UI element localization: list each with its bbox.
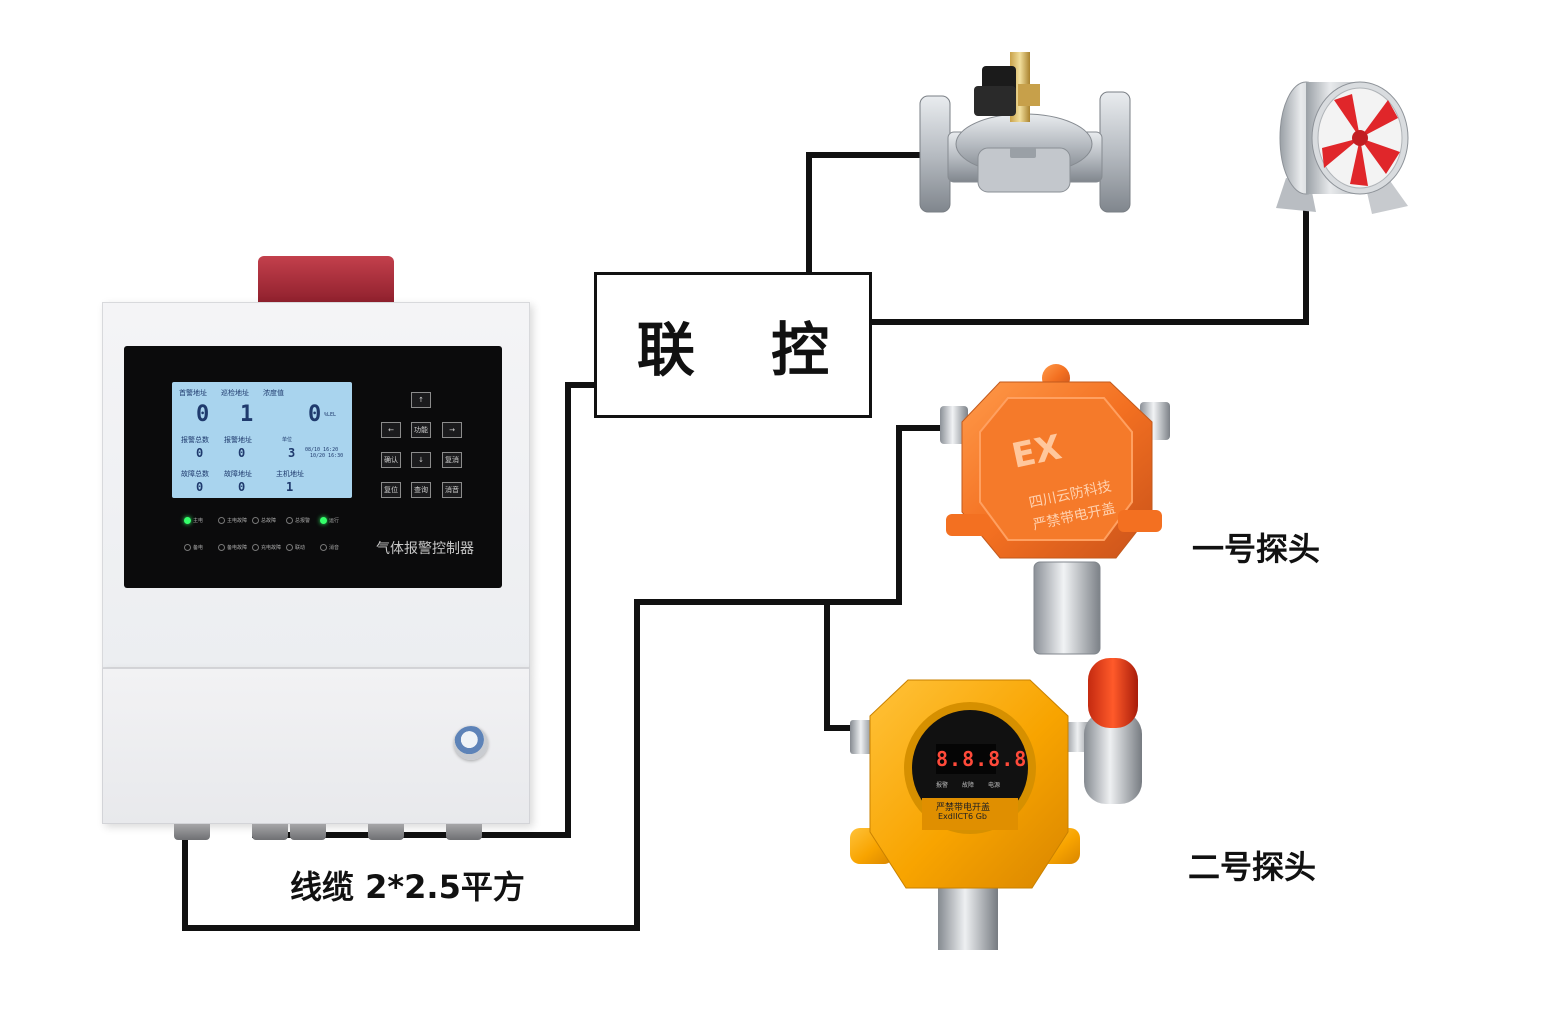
- probe-1-label: 一号探头: [1192, 530, 1321, 568]
- status-led: 主电故障: [218, 517, 248, 524]
- led-indicator-icon: [184, 544, 191, 551]
- lcd-label-first-alarm: 首警地址: [179, 389, 207, 397]
- detector2-display: 8.8.8.8: [936, 744, 1026, 774]
- led-indicator-icon: [320, 517, 327, 524]
- key-mute-reset[interactable]: 复消: [442, 452, 462, 468]
- status-led-label: 消音: [329, 545, 340, 551]
- lcd-label-fault-address: 故障地址: [224, 470, 252, 478]
- lcd-label-concentration: 浓度值: [263, 389, 284, 397]
- key-silence[interactable]: 消音: [442, 482, 462, 498]
- status-led: 运行: [320, 517, 350, 524]
- lcd-unit-value: 3: [288, 446, 296, 460]
- status-led-label: 备电: [193, 545, 204, 551]
- lcd-date-line-1: 08/10 16:20: [305, 447, 339, 453]
- detector2-plate-line-1: 严禁带电开盖: [936, 803, 991, 813]
- detector2-keys: 报警 故障 电源: [936, 780, 1000, 789]
- cable-gland: [368, 824, 404, 840]
- controller-title: 气体报警控制器: [376, 541, 474, 557]
- key-left[interactable]: ←: [381, 422, 401, 438]
- key-up[interactable]: ↑: [411, 392, 431, 408]
- solenoid-valve-icon: [919, 52, 1131, 213]
- lcd-fault-address-value: 0: [238, 480, 246, 494]
- detector2-key-label: 报警: [936, 782, 949, 789]
- led-indicator-icon: [184, 517, 191, 524]
- wire-linkage-to-fan: [872, 200, 1309, 325]
- status-led-label: 主电故障: [227, 518, 248, 524]
- lcd-label-alarm-total: 报警总数: [181, 436, 209, 444]
- detector2-key-label: 电源: [987, 782, 1000, 789]
- wire-probe1-to-probe2: [824, 602, 852, 731]
- status-led: 充电故障: [252, 544, 282, 551]
- status-led-label: 联动: [295, 545, 306, 551]
- status-led-row-1: 主电 主电故障 总故障 总报警 运行: [184, 517, 350, 524]
- status-led: 备电故障: [218, 544, 248, 551]
- status-led-row-2: 备电 备电故障 充电故障 联动 消音: [184, 544, 350, 551]
- key-right[interactable]: →: [442, 422, 462, 438]
- key-reset[interactable]: 复位: [381, 482, 401, 498]
- led-indicator-icon: [286, 517, 293, 524]
- lcd-concentration-value: 0: [308, 402, 322, 427]
- controller-lcd: 首警地址 巡检地址 浓度值 0 1 0 %LEL 报警总数 报警地址 单位 0 …: [172, 382, 352, 498]
- status-led-label: 备电故障: [227, 545, 248, 551]
- status-led-label: 总报警: [295, 518, 311, 524]
- linkage-label: 联 控: [636, 316, 858, 384]
- wire-controller-to-probes: [182, 425, 946, 931]
- cable-gland: [174, 824, 210, 840]
- cabinet-lock-icon[interactable]: [454, 726, 488, 760]
- status-led: 备电: [184, 544, 214, 551]
- digital-detector-icon: [850, 658, 1142, 950]
- lcd-concentration-unit: %LEL: [324, 412, 337, 418]
- axial-fan-icon: [1276, 81, 1409, 214]
- detector2-plate-line-2: ExdIICT6 Gb: [938, 812, 987, 821]
- cable-spec-label: 线缆 2*2.5平方: [290, 868, 525, 906]
- lcd-fault-total-value: 0: [196, 480, 204, 494]
- lcd-alarm-address-value: 0: [238, 446, 246, 460]
- cable-gland: [446, 824, 482, 840]
- lcd-label-alarm-address: 报警地址: [224, 436, 252, 444]
- status-led-label: 总故障: [261, 518, 277, 524]
- led-indicator-icon: [252, 544, 259, 551]
- led-indicator-icon: [320, 544, 327, 551]
- probe-2-label: 二号探头: [1188, 848, 1317, 886]
- lcd-label-patrol: 巡检地址: [221, 389, 249, 397]
- alarm-beacon: [258, 256, 394, 304]
- cable-gland: [252, 824, 288, 840]
- lcd-host-address-value: 1: [286, 480, 294, 494]
- lcd-patrol-value: 1: [240, 402, 254, 427]
- status-led: 总故障: [252, 517, 282, 524]
- key-down[interactable]: ↓: [411, 452, 431, 468]
- status-led: 主电: [184, 517, 214, 524]
- lcd-alarm-total-value: 0: [196, 446, 204, 460]
- lcd-label-fault-total: 故障总数: [181, 470, 209, 478]
- status-led-label: 运行: [329, 518, 340, 524]
- linkage-control-box: 联 控: [594, 272, 872, 418]
- lcd-label-unit: 单位: [282, 437, 293, 443]
- status-led-label: 充电故障: [261, 545, 282, 551]
- status-led: 总报警: [286, 517, 316, 524]
- status-led: 联动: [286, 544, 316, 551]
- detector2-key-label: 故障: [961, 782, 974, 789]
- led-indicator-icon: [286, 544, 293, 551]
- key-confirm[interactable]: 确认: [381, 452, 401, 468]
- led-indicator-icon: [218, 517, 225, 524]
- lcd-date-line-2: 10/20 16:30: [310, 453, 344, 459]
- led-indicator-icon: [252, 517, 259, 524]
- status-led-label: 主电: [193, 518, 204, 524]
- key-function[interactable]: 功能: [411, 422, 431, 438]
- wire-linkage-to-valve: [806, 152, 922, 272]
- status-led: 消音: [320, 544, 350, 551]
- lcd-label-host-address: 主机地址: [276, 470, 304, 478]
- cable-gland: [290, 824, 326, 840]
- lcd-first-alarm-value: 0: [196, 402, 210, 427]
- led-indicator-icon: [218, 544, 225, 551]
- explosion-proof-detector-icon: [940, 364, 1170, 655]
- key-query[interactable]: 查询: [411, 482, 431, 498]
